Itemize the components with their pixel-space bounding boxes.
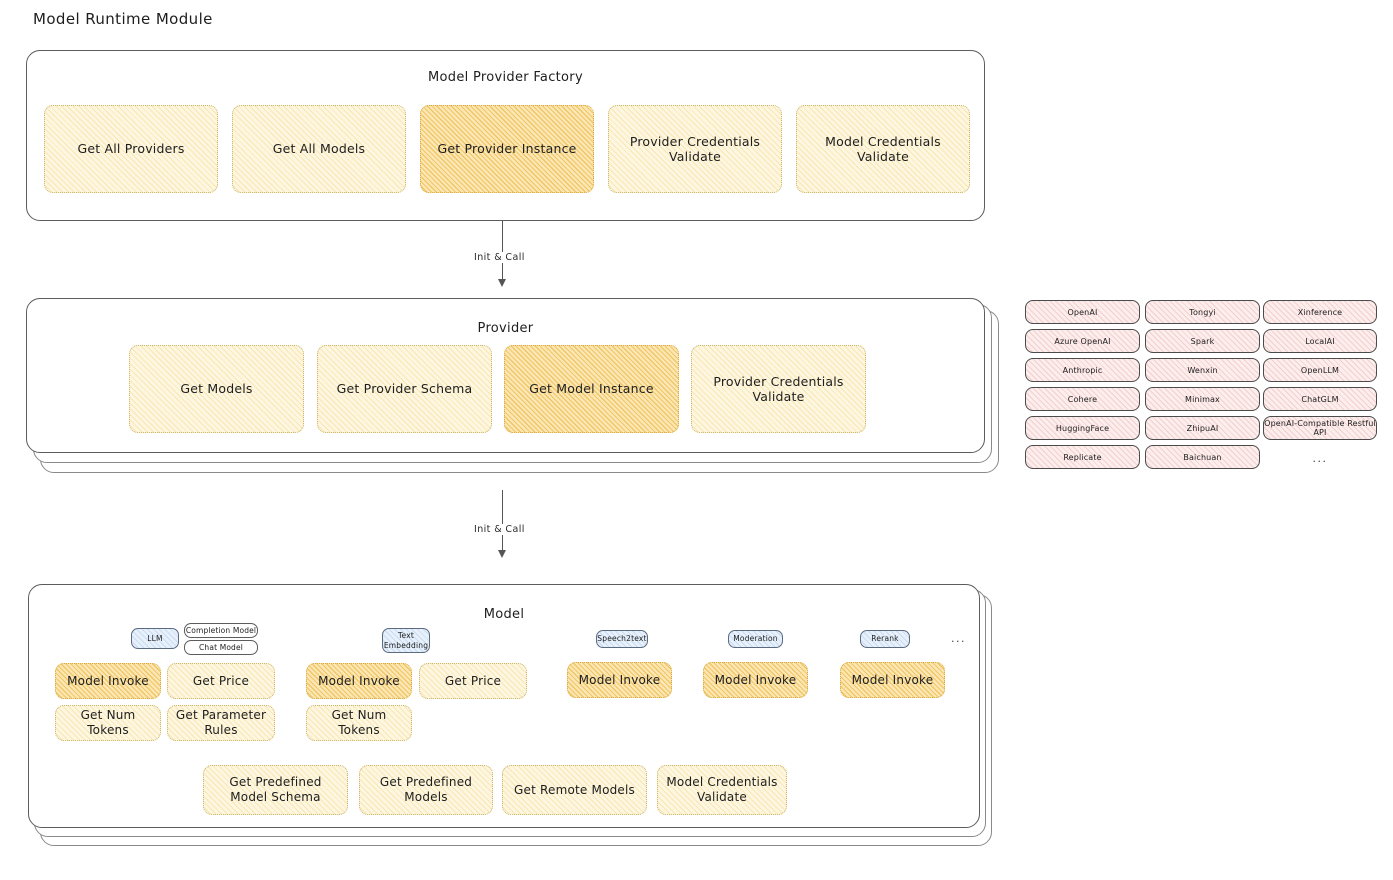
model-provider-factory-title: Model Provider Factory (428, 70, 583, 85)
node-model-credentials-validate[interactable]: Model Credentials Validate (796, 105, 970, 193)
provider-chip-openai[interactable]: OpenAI (1025, 300, 1140, 324)
badge-llm[interactable]: LLM (131, 628, 179, 649)
provider-chip-baichuan[interactable]: Baichuan (1145, 445, 1260, 469)
node-get-predefined-models[interactable]: Get Predefined Models (359, 765, 493, 815)
provider-chip-localai[interactable]: LocalAI (1263, 329, 1377, 353)
node-moderation-model-invoke[interactable]: Model Invoke (703, 662, 808, 698)
provider-chip-spark[interactable]: Spark (1145, 329, 1260, 353)
node-rerank-model-invoke[interactable]: Model Invoke (840, 662, 945, 698)
node-speech2text-model-invoke[interactable]: Model Invoke (567, 662, 672, 698)
node-get-all-providers[interactable]: Get All Providers (44, 105, 218, 193)
arrow-factory-to-provider-label: Init & Call (470, 252, 529, 263)
node-get-remote-models[interactable]: Get Remote Models (502, 765, 647, 815)
provider-list-ellipsis: ... (1312, 452, 1328, 465)
badge-llm-chat-model[interactable]: Chat Model (184, 640, 258, 655)
node-get-model-instance[interactable]: Get Model Instance (504, 345, 679, 433)
node-get-models[interactable]: Get Models (129, 345, 304, 433)
provider-chip-xinference[interactable]: Xinference (1263, 300, 1377, 324)
provider-chip-minimax[interactable]: Minimax (1145, 387, 1260, 411)
arrow-provider-to-model-label: Init & Call (470, 524, 529, 535)
provider-chip-tongyi[interactable]: Tongyi (1145, 300, 1260, 324)
node-get-provider-schema[interactable]: Get Provider Schema (317, 345, 492, 433)
node-text-embedding-get-num-tokens[interactable]: Get Num Tokens (306, 705, 412, 741)
model-title: Model (483, 607, 525, 622)
provider-chip-replicate[interactable]: Replicate (1025, 445, 1140, 469)
node-get-provider-instance[interactable]: Get Provider Instance (420, 105, 594, 193)
provider-chip-cohere[interactable]: Cohere (1025, 387, 1140, 411)
node-llm-get-num-tokens[interactable]: Get Num Tokens (55, 705, 161, 741)
node-get-predefined-model-schema[interactable]: Get Predefined Model Schema (203, 765, 348, 815)
node-provider-credentials-validate[interactable]: Provider Credentials Validate (608, 105, 782, 193)
provider-chip-openllm[interactable]: OpenLLM (1263, 358, 1377, 382)
provider-chip-huggingface[interactable]: HuggingFace (1025, 416, 1140, 440)
provider-chip-wenxin[interactable]: Wenxin (1145, 358, 1260, 382)
model-types-ellipsis: ... (951, 632, 966, 645)
node-provider-credentials-validate-2[interactable]: Provider Credentials Validate (691, 345, 866, 433)
provider-chip-zhipuai[interactable]: ZhipuAI (1145, 416, 1260, 440)
provider-chip-chatglm[interactable]: ChatGLM (1263, 387, 1377, 411)
node-text-embedding-model-invoke[interactable]: Model Invoke (306, 663, 412, 699)
badge-text-embedding[interactable]: Text Embedding (382, 628, 430, 653)
node-llm-model-invoke[interactable]: Model Invoke (55, 663, 161, 699)
node-llm-get-parameter-rules[interactable]: Get Parameter Rules (167, 705, 275, 741)
node-llm-get-price[interactable]: Get Price (167, 663, 275, 699)
node-get-all-models[interactable]: Get All Models (232, 105, 406, 193)
badge-speech2text[interactable]: Speech2text (596, 630, 648, 648)
node-text-embedding-get-price[interactable]: Get Price (419, 663, 527, 699)
badge-llm-completion-model[interactable]: Completion Model (184, 623, 258, 638)
page-title: Model Runtime Module (33, 10, 213, 28)
badge-rerank[interactable]: Rerank (860, 630, 910, 648)
provider-chip-openai-compatible-restful-api[interactable]: OpenAI-Compatible Restful API (1263, 416, 1377, 440)
provider-chip-anthropic[interactable]: Anthropic (1025, 358, 1140, 382)
provider-title: Provider (477, 321, 534, 336)
badge-moderation[interactable]: Moderation (728, 630, 783, 648)
provider-chip-azure-openai[interactable]: Azure OpenAI (1025, 329, 1140, 353)
node-model-credentials-validate-2[interactable]: Model Credentials Validate (657, 765, 787, 815)
